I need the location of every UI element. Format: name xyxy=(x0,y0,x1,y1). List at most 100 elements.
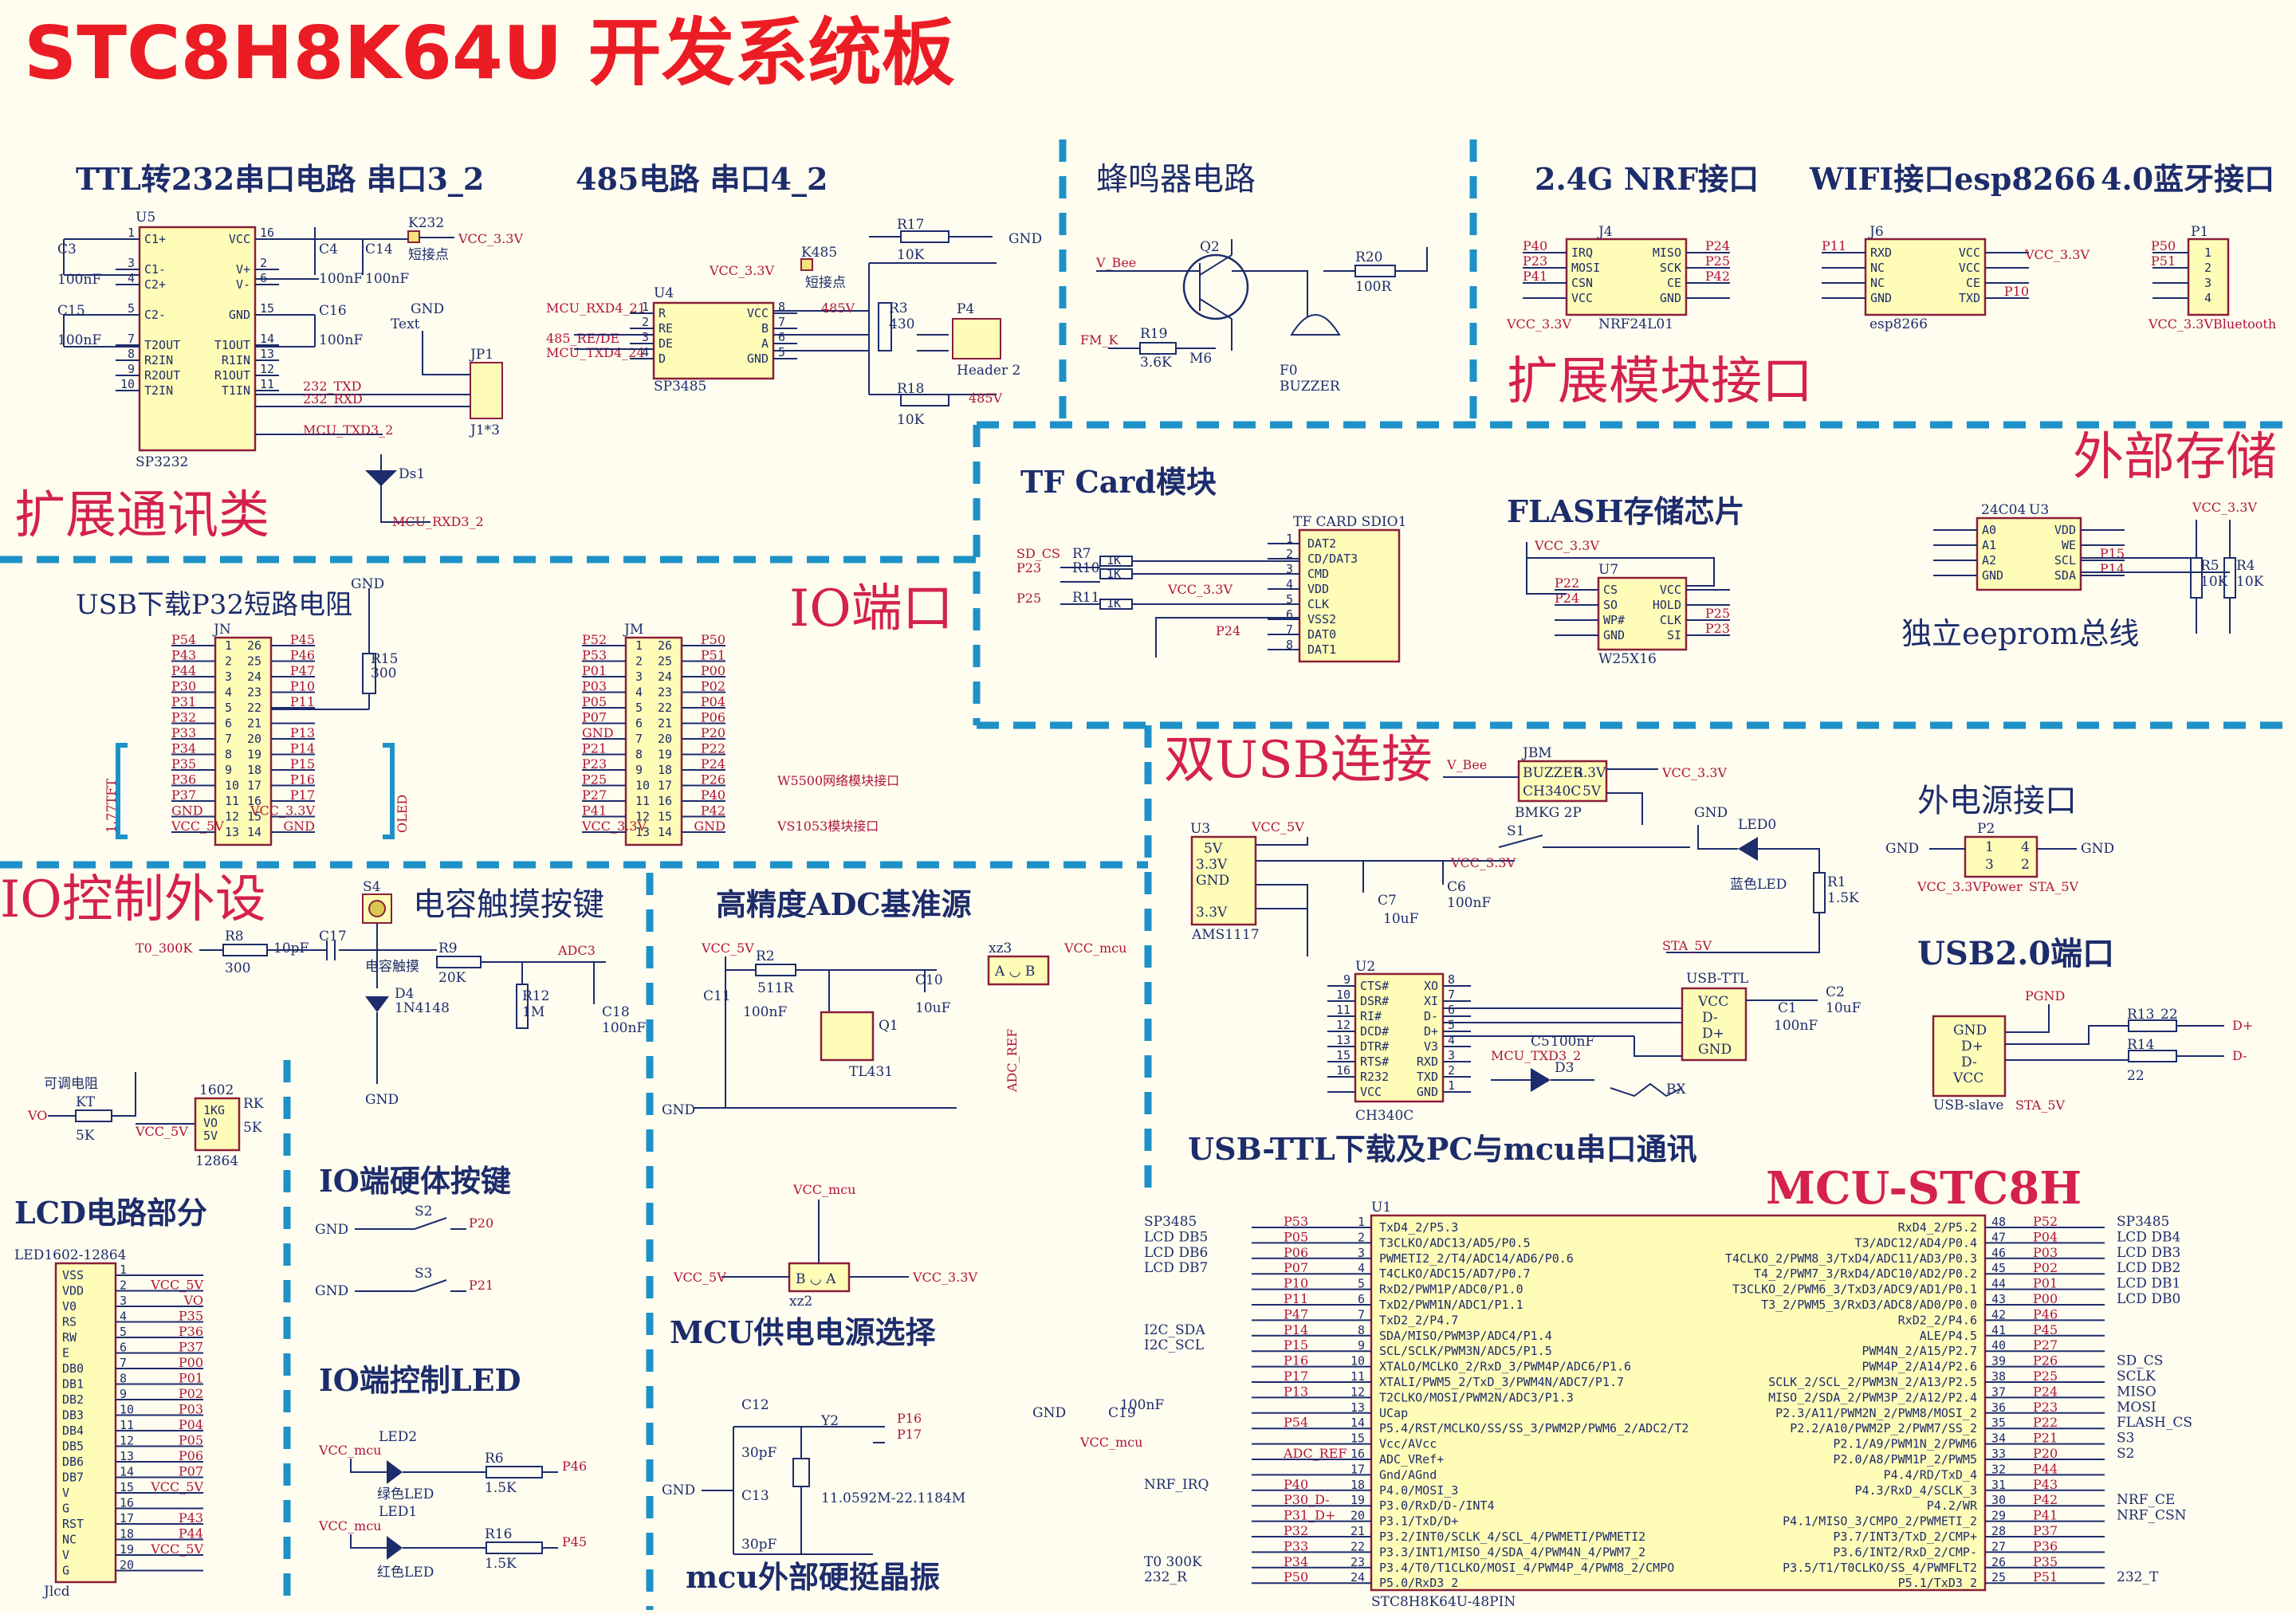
net-label: P35 xyxy=(2033,1554,2058,1569)
svg-text:1KG: 1KG xyxy=(203,1103,225,1117)
pin-number: 42 xyxy=(1991,1307,2006,1321)
pin-number: 23 xyxy=(658,685,672,700)
c18-value: 100nF xyxy=(602,1020,646,1036)
pin-number: 20 xyxy=(1350,1509,1365,1523)
net-label: P25 xyxy=(1705,606,1730,621)
pin-name: T3CLKO/ADC13/AD5/P0.5 xyxy=(1379,1235,1531,1250)
svg-text:5V: 5V xyxy=(203,1129,218,1143)
net-label: SD_CS xyxy=(1016,546,1060,561)
pin-name: P4.4/RD/TxD_4 xyxy=(1884,1467,1977,1482)
pin-number: 6 xyxy=(1286,607,1293,622)
pin-number: 4 xyxy=(2204,291,2211,305)
net-label: P00 xyxy=(2033,1291,2058,1306)
pin-number: 14 xyxy=(120,1465,134,1479)
vcc33-net-jbm: VCC_3.3V xyxy=(1661,765,1727,780)
net-label: P02 xyxy=(179,1386,203,1401)
pin-number: 29 xyxy=(1991,1509,2006,1523)
mcu-func-label: SD_CS xyxy=(2117,1353,2163,1369)
pin-name: P3.1/TxD/D+ xyxy=(1379,1514,1458,1529)
rk-value: 5K xyxy=(243,1120,262,1136)
net-label: VCC_5V xyxy=(171,819,224,834)
pin-name: VCC xyxy=(1959,245,1980,260)
c15-label: C15 xyxy=(57,303,85,319)
pin-name: V xyxy=(62,1548,69,1562)
heading-wifi: WIFI接口esp8266 xyxy=(1809,161,2096,197)
mcu-func-label: 232_R xyxy=(1144,1569,1188,1585)
net-label: P13 xyxy=(1284,1384,1308,1399)
pin-number: 16 xyxy=(1350,1447,1365,1461)
pin-number: 1 xyxy=(1358,1215,1365,1229)
pin-number: 28 xyxy=(1991,1524,2006,1538)
u2-label: U2 xyxy=(1355,959,1375,975)
pin-number: 9 xyxy=(1358,1338,1365,1353)
svg-text:D+: D+ xyxy=(1961,1039,1983,1054)
net-label: P43 xyxy=(171,648,196,663)
pin-number: 2 xyxy=(1448,1063,1455,1078)
net-label: P03 xyxy=(582,679,607,694)
pin-number: 11 xyxy=(260,377,274,391)
pin-name: CMD xyxy=(1307,567,1329,581)
mcu-rxd3-net: MCU_RXD3_2 xyxy=(392,514,484,529)
pin-number: 9 xyxy=(225,763,232,777)
pin-number: 24 xyxy=(1350,1570,1365,1585)
pin-name: XI xyxy=(1424,994,1438,1008)
pin-name: T3/ADC12/AD4/P0.4 xyxy=(1854,1235,1977,1250)
pin-name: GND xyxy=(1660,291,1681,305)
net-label: P36 xyxy=(2033,1538,2058,1553)
pin-number: 27 xyxy=(1991,1539,2006,1553)
section-comm: 扩展通讯类 xyxy=(14,486,269,545)
pin-name: T1OUT xyxy=(214,338,250,352)
net-label: P14 xyxy=(2100,561,2125,576)
section-ext-storage: 外部存储 xyxy=(2073,428,2277,487)
oled-label: OLED xyxy=(395,795,410,833)
p17-net: P17 xyxy=(897,1427,922,1442)
pin-number: 17 xyxy=(658,779,672,793)
net-label: VCC_5V xyxy=(150,1479,203,1494)
pin-name: E xyxy=(62,1346,69,1361)
pin-name: P4.3/RxD_4/SCLK_3 xyxy=(1854,1483,1977,1498)
r11-label: R11 xyxy=(1072,590,1099,606)
net-label: P40 xyxy=(701,787,725,803)
pin-name: DAT0 xyxy=(1307,627,1336,642)
net-label: P23 xyxy=(1705,621,1730,636)
net-label: P40 xyxy=(1284,1477,1308,1492)
pin-number: 11 xyxy=(1350,1369,1365,1384)
svg-text:3.3V: 3.3V xyxy=(1196,905,1228,921)
touch-pad-label: 电容触摸 xyxy=(365,959,419,975)
pin-name: C2- xyxy=(144,308,166,322)
pin-name: R232 xyxy=(1360,1070,1389,1084)
pin-number: 20 xyxy=(247,732,261,746)
net-label: P22 xyxy=(1555,575,1579,591)
sta5v-net: STA_5V xyxy=(1662,938,1712,953)
c13-value: 30pF xyxy=(741,1537,777,1553)
pin-number: 3 xyxy=(1286,562,1293,576)
net-label: P42 xyxy=(2033,1492,2058,1507)
pin-number: 26 xyxy=(658,638,672,653)
net-label: P24 xyxy=(1705,238,1730,253)
r19-value: 3.6K xyxy=(1140,355,1172,371)
pin-number: 1 xyxy=(1448,1078,1455,1093)
pin-number: 13 xyxy=(635,825,650,839)
pin-number: 14 xyxy=(1350,1416,1365,1430)
pgnd-label: PGND xyxy=(2025,988,2065,1003)
r11-value: 1K xyxy=(1107,596,1121,611)
net-label: ADC_REF xyxy=(1283,1446,1347,1461)
net-label: P23 xyxy=(1523,253,1547,269)
fmk-net: FM_K xyxy=(1080,332,1119,348)
pin-number: 45 xyxy=(1991,1261,2006,1275)
c5-value: 100nF xyxy=(1551,1034,1594,1050)
pin-number: 26 xyxy=(1991,1555,2006,1569)
mcu-func-label: NRF_IRQ xyxy=(1144,1477,1209,1493)
net-label: P27 xyxy=(2033,1337,2058,1353)
pin-number: 6 xyxy=(778,330,785,344)
pin-number: 2 xyxy=(1286,547,1293,561)
pin-number: 1 xyxy=(120,1263,127,1277)
gnd-label-xtal: GND xyxy=(662,1482,695,1498)
pin-number: 22 xyxy=(247,701,261,715)
net-label: P03 xyxy=(179,1402,203,1417)
led2-label: LED2 xyxy=(379,1429,417,1445)
net-label: VCC_3.3V xyxy=(1167,582,1233,597)
